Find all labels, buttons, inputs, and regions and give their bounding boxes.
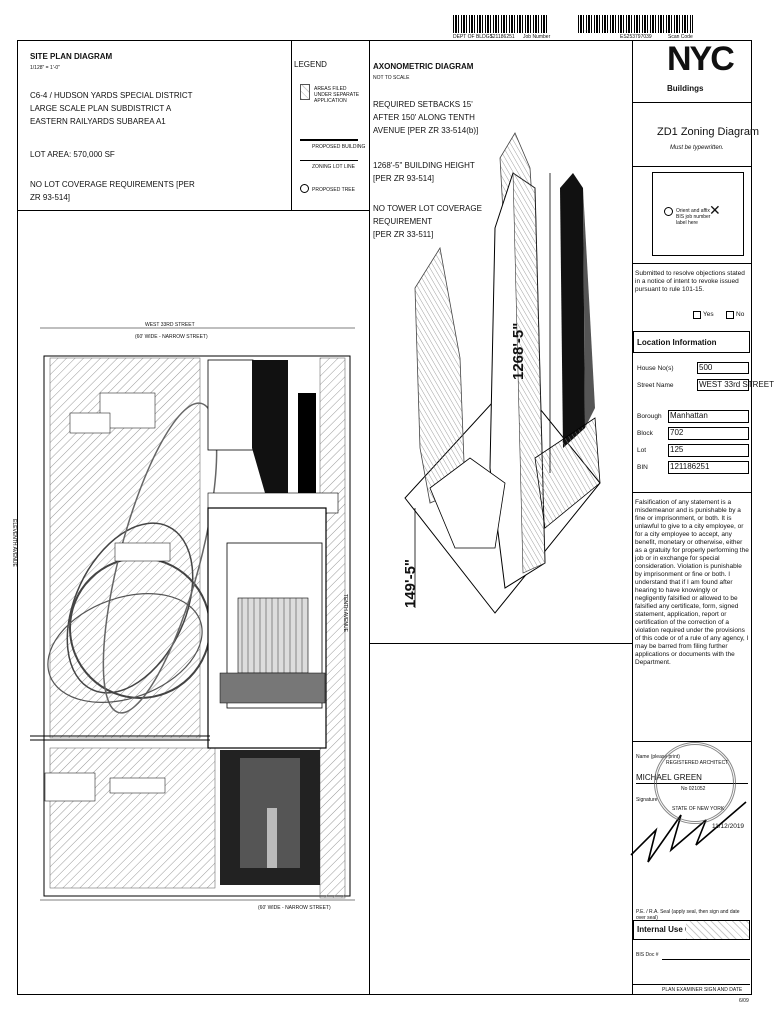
height-line-1: 1268'-5" BUILDING HEIGHT: [373, 161, 475, 170]
no-checkbox[interactable]: [726, 311, 734, 319]
bottom-street-label: (60' WIDE - NARROW STREET): [258, 905, 331, 911]
district-line-1: C6-4 / HUDSON YARDS SPECIAL DISTRICT: [30, 91, 193, 100]
internal-use-hatch: [686, 921, 749, 939]
dept-number: 121186251: [490, 34, 515, 40]
scan-number: ES253797039: [620, 34, 652, 40]
x-mark-icon: ✕: [709, 202, 721, 218]
lot-field[interactable]: 125: [668, 444, 749, 457]
setback-line-1: REQUIRED SETBACKS 15': [373, 100, 473, 109]
location-title: Location Information: [637, 338, 717, 347]
block-label: Block: [637, 430, 653, 437]
site-plan-scale: 1/128" = 1'-0": [30, 65, 60, 71]
bis-label-box: [652, 172, 744, 256]
coverage-line-1: NO LOT COVERAGE REQUIREMENTS [PER: [30, 180, 195, 189]
yes-label: Yes: [703, 311, 714, 318]
form-sub: Must be typewritten.: [670, 145, 724, 151]
seal-text-top: REGISTERED ARCHITECT: [666, 760, 729, 766]
setback-line-2: AFTER 150' ALONG TENTH: [373, 113, 475, 122]
seal-label: P.E. / R.A. Seal (apply seal, then sign …: [636, 909, 740, 921]
legend-item-tree: PROPOSED TREE: [312, 187, 355, 193]
house-field[interactable]: 500: [697, 362, 749, 374]
axon-title: AXONOMETRIC DIAGRAM: [373, 62, 474, 71]
no-label: No: [736, 311, 745, 318]
legend-swatch-separate: [300, 84, 310, 100]
seal-text-number: No 021052: [681, 786, 706, 792]
tower-line-1: NO TOWER LOT COVERAGE: [373, 204, 482, 213]
left-street-label: ELEVENTH AVENUE: [10, 519, 17, 567]
drawing-sheet: [17, 40, 752, 995]
lot-label: Lot: [637, 447, 647, 454]
top-street-label: WEST 33RD STREET: [145, 322, 195, 328]
bin-label: BIN: [637, 464, 648, 471]
lot-area: LOT AREA: 570,000 SF: [30, 150, 115, 159]
axonometric-drawing: [404, 132, 601, 614]
nyc-logo-sub: Buildings: [667, 84, 704, 93]
signature-label: Signature: [636, 797, 658, 803]
top-street-sub: (60' WIDE - NARROW STREET): [135, 334, 208, 340]
internal-use-box: [633, 920, 750, 940]
barcode-scan: [578, 15, 693, 33]
street-field[interactable]: WEST 33rd STREET: [697, 379, 774, 391]
borough-field[interactable]: Manhattan: [668, 410, 749, 423]
bin-field[interactable]: 121186251: [668, 461, 749, 474]
legend-item-separate: AREAS FILED UNDER SEPARATE APPLICATION: [314, 86, 360, 104]
signature-date: 11/12/2019: [712, 823, 745, 830]
circle-check-icon: [664, 207, 673, 216]
name-label: Name (please print): [636, 754, 680, 760]
bis-label-text: Orient and affix BIS job number label he…: [676, 208, 711, 226]
block-field[interactable]: 702: [668, 427, 749, 440]
dim-base: 149'-5": [402, 558, 419, 608]
legend-item-building: PROPOSED BUILDING: [312, 144, 366, 150]
falsification-text: Falsification of any statement is a misd…: [635, 499, 749, 666]
tower-line-3: [PER ZR 33-511]: [373, 230, 434, 239]
site-plan-title: SITE PLAN DIAGRAM: [30, 52, 113, 61]
right-street-label: TENTH AVENUE: [341, 594, 348, 632]
site-plan-drawing: [30, 327, 355, 901]
setback-line-3: AVENUE [PER ZR 33-514(b)]: [373, 126, 479, 135]
district-line-3: EASTERN RAILYARDS SUBAREA A1: [30, 117, 166, 126]
legend-title: LEGEND: [294, 60, 327, 69]
legend-item-lot-line: ZONING LOT LINE: [312, 164, 355, 170]
internal-use-label: Internal Use Only: [637, 925, 703, 934]
height-line-2: [PER ZR 93-514]: [373, 174, 434, 183]
signature-scribble: [630, 801, 747, 863]
examiner-label: PLAN EXAMINER SIGN AND DATE: [662, 987, 743, 993]
dept-label: DEPT OF BLDGS: [453, 34, 493, 40]
bis-doc-label: BIS Doc #: [636, 952, 659, 958]
borough-label: Borough: [637, 413, 662, 420]
location-header: [633, 331, 750, 353]
tower-line-2: REQUIREMENT: [373, 217, 433, 226]
seal-stamp: [654, 742, 736, 824]
street-label: Street Name: [637, 382, 674, 389]
form-title: ZD1 Zoning Diagram: [657, 126, 760, 138]
seal-text-bottom: STATE OF NEW YORK: [672, 806, 725, 812]
house-label: House No(s): [637, 365, 674, 372]
dim-height: 1268'-5": [510, 322, 527, 380]
axon-scale: NOT TO SCALE: [373, 75, 410, 81]
coverage-line-2: ZR 93-514]: [30, 193, 71, 202]
scan-code-label: Scan Code: [668, 34, 693, 40]
objection-text: Submitted to resolve objections stated i…: [635, 270, 745, 293]
tree-icon: [300, 184, 309, 193]
nyc-logo: NYC: [667, 40, 735, 78]
job-number-label: Job Number: [523, 34, 551, 40]
barcode-dept: [453, 15, 548, 33]
yes-checkbox[interactable]: [693, 311, 701, 319]
district-line-2: LARGE SCALE PLAN SUBDISTRICT A: [30, 104, 172, 113]
page-code: 6/09: [739, 998, 749, 1004]
